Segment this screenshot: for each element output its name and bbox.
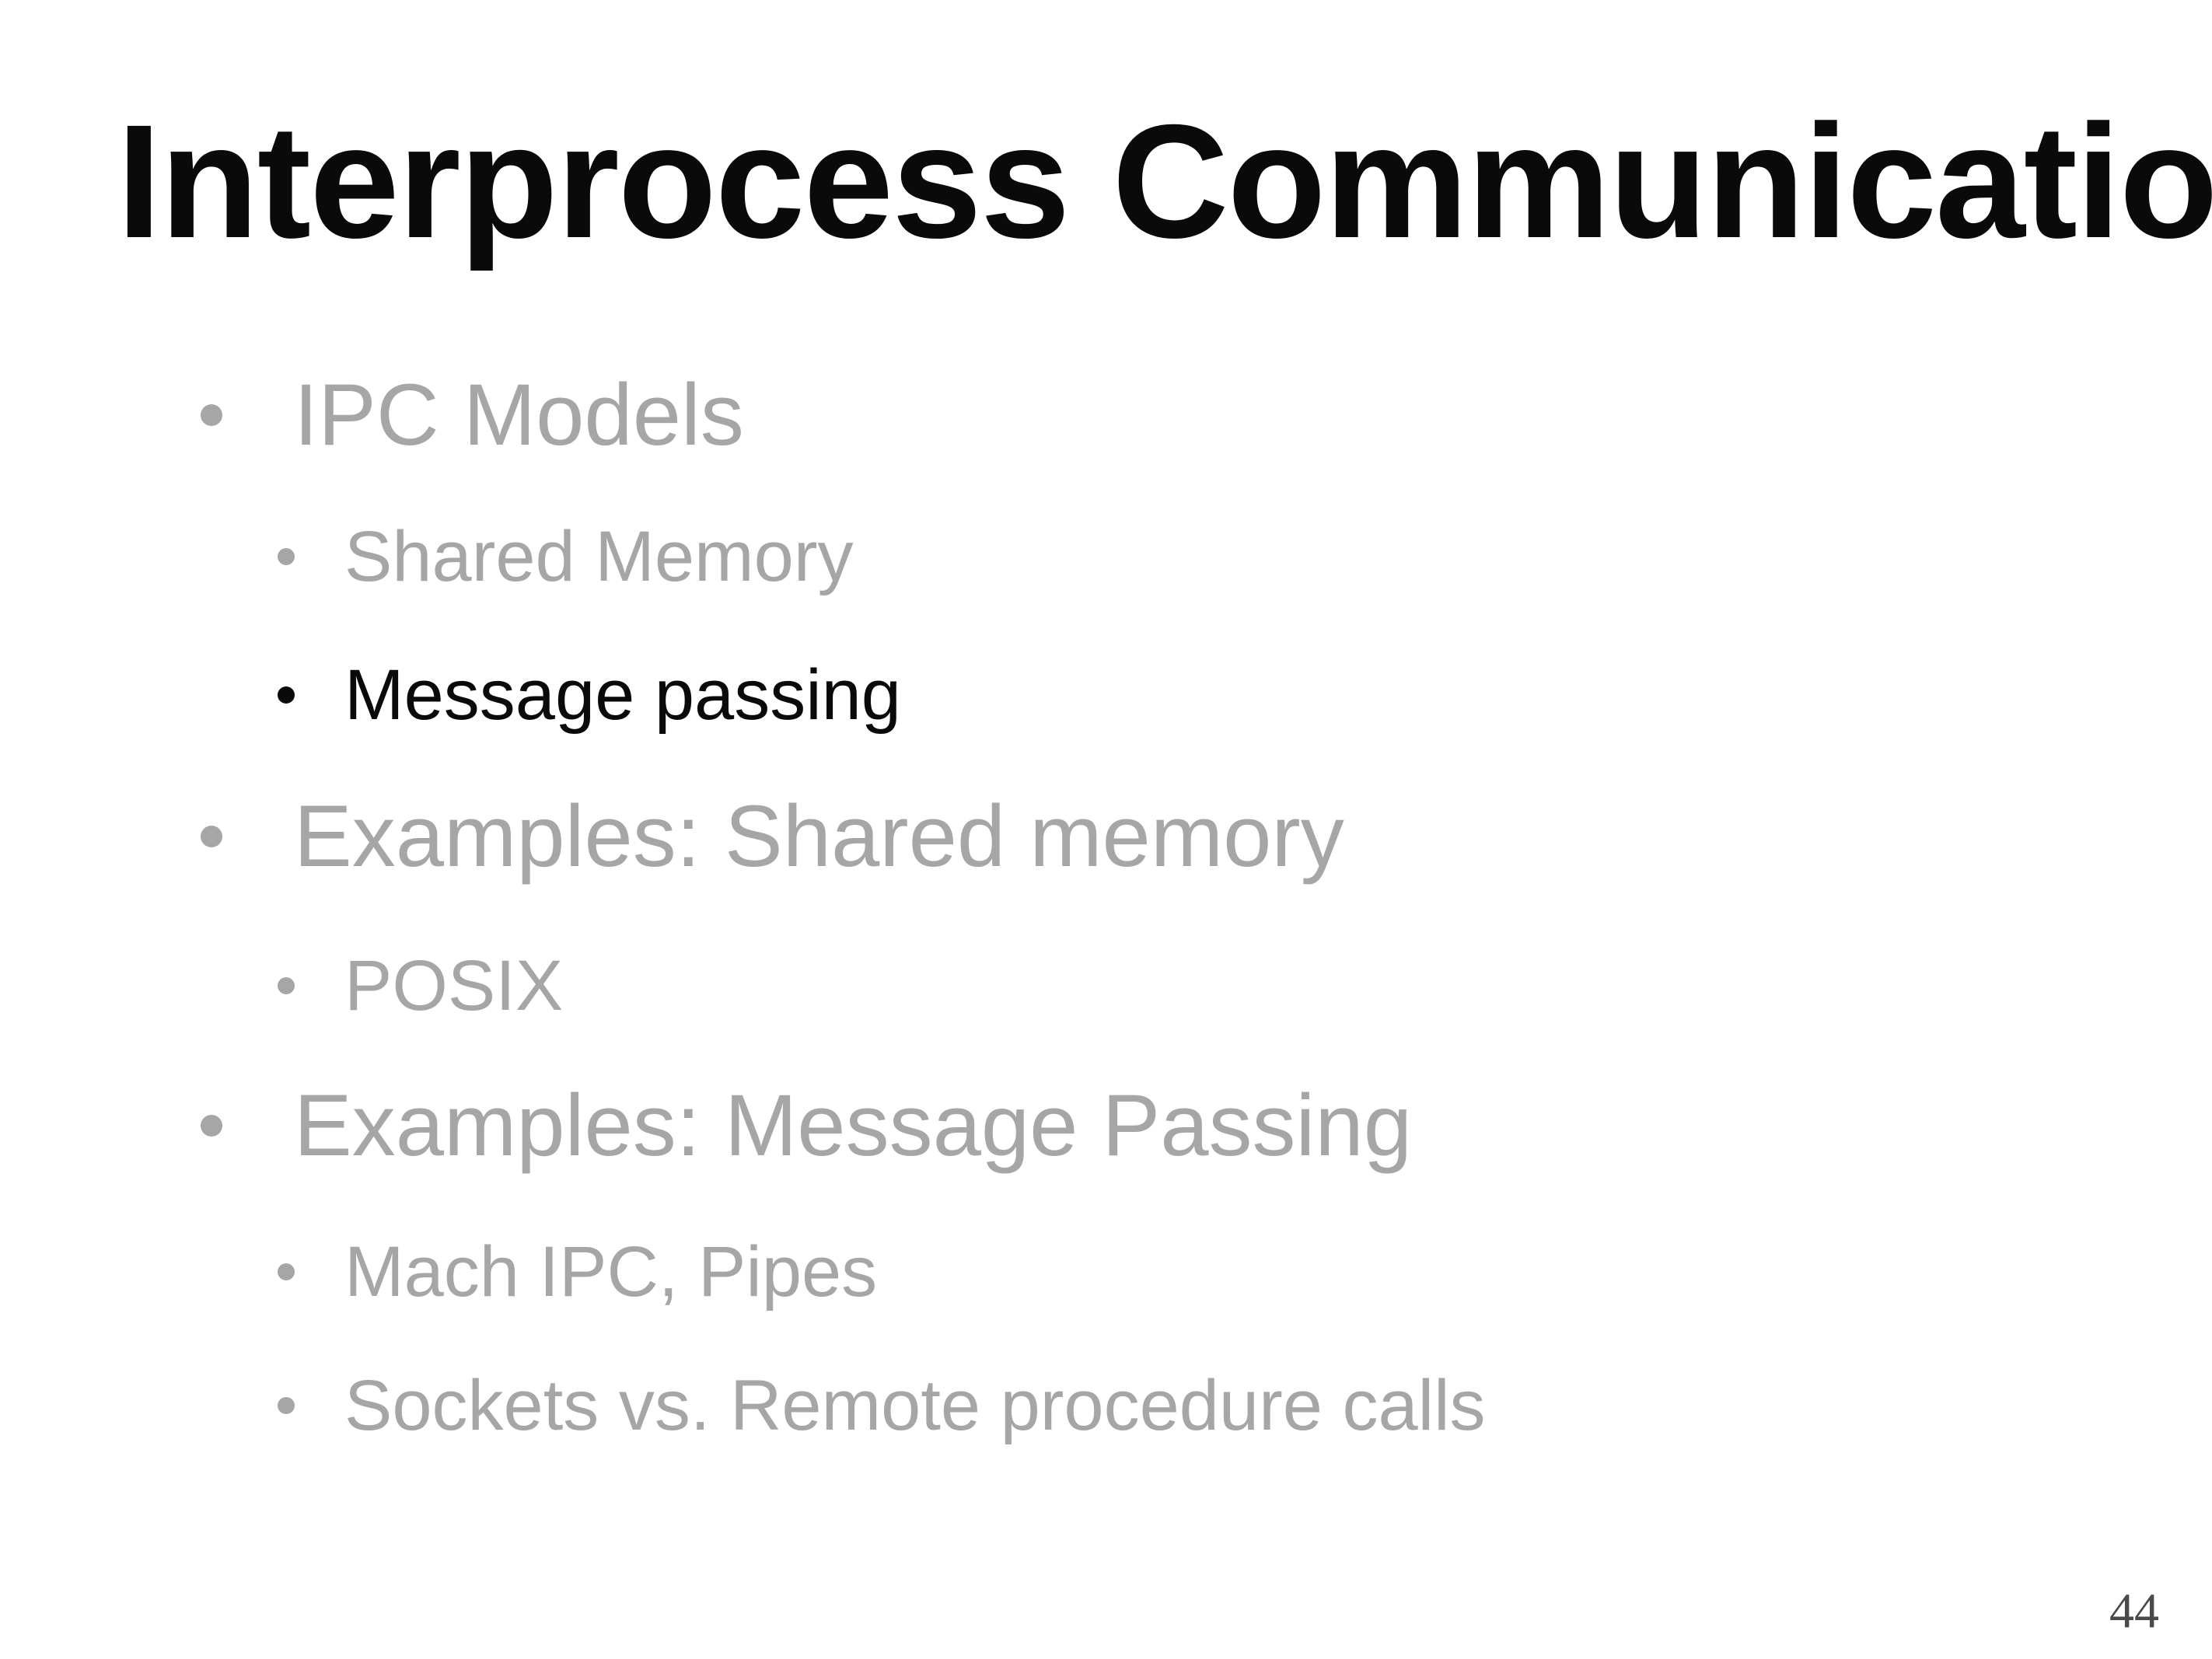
slide-title: Interprocess Communication [117, 92, 2212, 272]
sub-bullet-mach-ipc-pipes: Mach IPC, Pipes [278, 1236, 877, 1308]
bullet-dot-icon [201, 826, 222, 847]
bullet-text: POSIX [344, 946, 564, 1025]
bullet-examples-shared-memory: Examples: Shared memory [201, 793, 1344, 880]
bullet-ipc-models: IPC Models [201, 372, 744, 459]
bullet-dot-icon [278, 1263, 295, 1280]
sub-bullet-posix: POSIX [278, 950, 563, 1022]
sub-bullet-shared-memory: Shared Memory [278, 521, 853, 592]
bullet-dot-icon [201, 404, 222, 426]
bullet-text: Shared Memory [344, 517, 854, 596]
bullet-text: Examples: Shared memory [294, 788, 1344, 885]
bullet-text: Message passing [344, 655, 901, 735]
bullet-dot-icon [278, 686, 295, 704]
bullet-dot-icon [278, 1397, 295, 1414]
bullet-dot-icon [278, 548, 295, 565]
sub-bullet-sockets-rpc: Sockets vs. Remote procedure calls [278, 1370, 1486, 1441]
page-number: 44 [2109, 1583, 2159, 1638]
bullet-text: Examples: Message Passing [294, 1077, 1413, 1174]
bullet-text: Mach IPC, Pipes [344, 1232, 878, 1311]
bullet-list: IPC Models Shared Memory Message passing… [201, 372, 1486, 1441]
sub-bullet-message-passing: Message passing [278, 659, 901, 731]
bullet-dot-icon [278, 977, 295, 994]
bullet-examples-message-passing: Examples: Message Passing [201, 1082, 1412, 1169]
bullet-text: Sockets vs. Remote procedure calls [344, 1366, 1486, 1445]
bullet-dot-icon [201, 1115, 222, 1137]
bullet-text: IPC Models [294, 366, 744, 463]
